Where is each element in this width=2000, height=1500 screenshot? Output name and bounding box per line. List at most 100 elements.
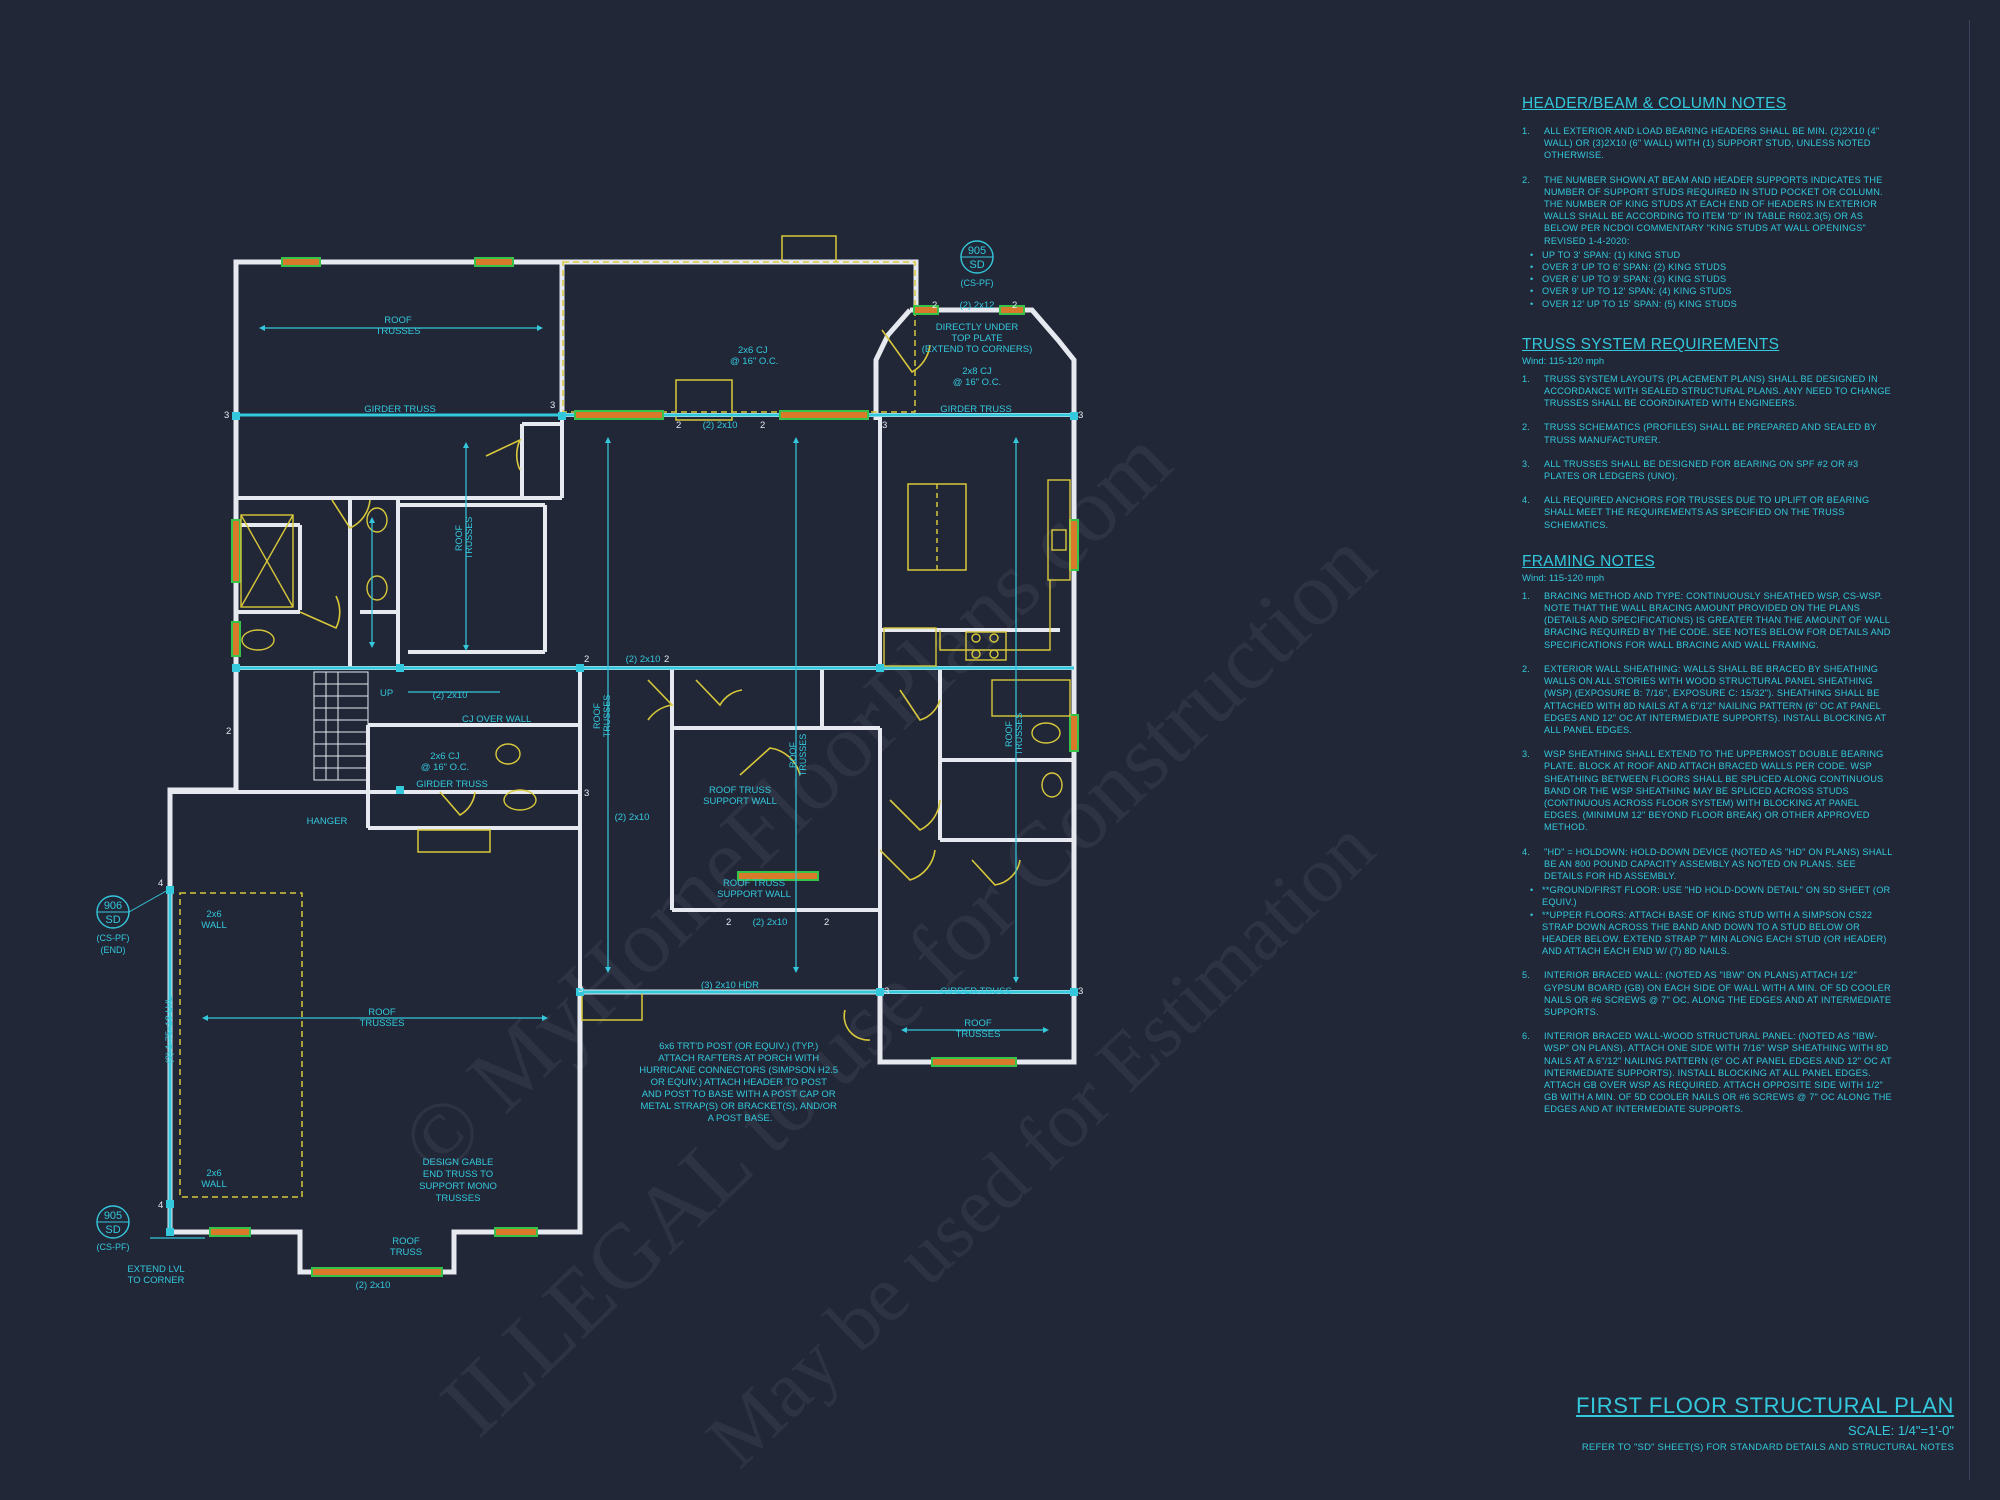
stud-num-4b: 4	[158, 1200, 163, 1211]
stud-num-3e: 3	[1078, 986, 1083, 997]
stud-num-3f: 3	[578, 984, 583, 995]
header-note-2-num: 2.	[1522, 174, 1531, 185]
stud-num-2a: 2	[676, 420, 681, 431]
girder-truss-label-4: GIRDER TRUSS	[416, 779, 488, 790]
callout-906-end: (END)	[101, 945, 126, 955]
callout-905-sheet: SD	[969, 259, 984, 271]
framing-note-3: 3.WSP SHEATHING SHALL EXTEND TO THE UPPE…	[1522, 748, 1894, 833]
stud-num-3h: 3	[584, 788, 589, 799]
stud-num-4a: 4	[158, 878, 163, 889]
holdown-bullet-1: **GROUND/FIRST FLOOR: USE "HD HOLD-DOWN …	[1522, 884, 1894, 908]
porch-lines	[417, 235, 967, 1021]
garage-outline	[179, 261, 916, 1198]
header-label-5: (2) 2x10	[356, 1280, 391, 1291]
header-note-2: 2. THE NUMBER SHOWN AT BEAM AND HEADER S…	[1522, 174, 1894, 247]
framing-note-1-text: BRACING METHOD AND TYPE: CONTINUOUSLY SH…	[1544, 590, 1891, 650]
stud-num-3g: 3	[882, 420, 887, 431]
callout-905b-number: 905	[104, 1210, 122, 1222]
lvl-label: (3) 1.75x18 LVL	[164, 997, 175, 1064]
stud-num-3c: 3	[1078, 410, 1083, 421]
header-note-2-text: THE NUMBER SHOWN AT BEAM AND HEADER SUPP…	[1544, 174, 1883, 246]
door-swings	[299, 329, 1021, 1041]
cj-2x6-small-label: 2x6 CJ@ 16" O.C.	[421, 751, 469, 773]
king-stud-bullet-2: OVER 3' UP TO 6' SPAN: (2) KING STUDS	[1522, 261, 1894, 273]
title-block: FIRST FLOOR STRUCTURAL PLAN SCALE: 1/4"=…	[1576, 1393, 1954, 1453]
truss-requirements-title: TRUSS SYSTEM REQUIREMENTS	[1522, 335, 1780, 353]
span-arrows	[150, 325, 1049, 1239]
framing-note-6-num: 6.	[1522, 1031, 1531, 1042]
callout-906-sheet: SD	[105, 914, 120, 926]
header-label-3-2x10-hdr: (3) 2x10 HDR	[701, 980, 759, 991]
roof-trusses-vertical-1: ROOFTRUSSES	[454, 517, 474, 560]
truss-note-1: 1.TRUSS SYSTEM LAYOUTS (PLACEMENT PLANS)…	[1522, 373, 1894, 410]
cj-2x8-label: 2x8 CJ@ 16" O.C.	[953, 366, 1001, 388]
king-stud-bullet-4: OVER 9' UP TO 12' SPAN: (4) KING STUDS	[1522, 285, 1894, 297]
callout-906-number: 906	[104, 900, 122, 912]
stud-num-3d: 3	[884, 986, 889, 997]
framing-note-5-text: INTERIOR BRACED WALL: (NOTED AS "IBW" ON…	[1544, 970, 1892, 1017]
cj-over-wall-label: CJ OVER WALL	[462, 714, 531, 725]
framing-note-3-num: 3.	[1522, 749, 1531, 760]
truss-wind-speed: Wind: 115-120 mph	[1522, 355, 1605, 367]
detail-callout-906-left: 906 SD (CS-PF) (END)	[96, 889, 169, 955]
holdown-bullet-2: **UPPER FLOORS: ATTACH BASE OF KING STUD…	[1522, 909, 1894, 958]
stud-num-2b: 2	[760, 420, 765, 431]
stud-num-2g: 2	[226, 726, 231, 737]
framing-note-2: 2. EXTERIOR WALL SHEATHING: WALLS SHALL B…	[1522, 663, 1894, 736]
callout-905b-tag: (CS-PF)	[97, 1242, 130, 1252]
girder-truss-label-3: GIRDER TRUSS	[940, 986, 1012, 997]
vertical-truss-labels: ROOFTRUSSES ROOFTRUSSES ROOFTRUSSES ROOF…	[454, 517, 1024, 777]
holdown-bullets: **GROUND/FIRST FLOOR: USE "HD HOLD-DOWN …	[1522, 884, 1894, 957]
cj-2x6-label: 2x6 CJ@ 16" O.C.	[730, 345, 778, 367]
framing-note-2-num: 2.	[1522, 663, 1531, 674]
header-beam-notes-title: HEADER/BEAM & COLUMN NOTES	[1522, 95, 1787, 112]
callout-906-tag: (CS-PF)	[97, 933, 130, 943]
header-note-1-text: ALL EXTERIOR AND LOAD BEARING HEADERS SH…	[1544, 126, 1880, 161]
truss-note-3: 3.ALL TRUSSES SHALL BE DESIGNED FOR BEAR…	[1522, 458, 1894, 482]
interior-walls	[168, 413, 1074, 994]
fixtures	[240, 479, 1071, 811]
roof-trusses-vertical-4: ROOFTRUSSES	[1004, 713, 1024, 756]
truss-note-2: 2. TRUSS SCHEMATICS (PROFILES) SHALL BE P…	[1522, 421, 1894, 445]
header-label-2x12: (2) 2x12	[960, 300, 995, 311]
king-stud-bullets: UP TO 3' SPAN: (1) KING STUD OVER 3' UP …	[1522, 249, 1894, 310]
stud-num-2d: 2	[1012, 300, 1017, 311]
truss-note-4-num: 4.	[1522, 495, 1531, 506]
truss-note-2-num: 2.	[1522, 422, 1531, 433]
framing-note-2-text: EXTERIOR WALL SHEATHING: WALLS SHALL BE …	[1544, 663, 1887, 735]
stud-num-2f: 2	[664, 654, 669, 665]
callout-905b-sheet: SD	[105, 1224, 120, 1236]
sheet-border-line	[1969, 20, 1970, 1480]
stud-num-3b: 3	[550, 400, 555, 411]
stud-num-2i: 2	[824, 917, 829, 928]
sheet-scale: SCALE: 1/4"=1'-0"	[1847, 1423, 1954, 1438]
girder-truss-label-2: GIRDER TRUSS	[940, 404, 1012, 415]
sheet-title: FIRST FLOOR STRUCTURAL PLAN	[1575, 1393, 1954, 1418]
windows	[209, 257, 1079, 1277]
framing-note-4-text: "HD" = HOLDOWN: HOLD-DOWN DEVICE (NOTED …	[1544, 846, 1893, 881]
header-label-6: (2) 2x10	[433, 690, 468, 701]
plan-labels: GIRDER TRUSS GIRDER TRUSS GIRDER TRUSS G…	[164, 300, 1012, 1291]
stairs-up-label: UP	[380, 688, 393, 699]
king-stud-bullet-3: OVER 6' UP TO 9' SPAN: (3) KING STUDS	[1522, 273, 1894, 285]
header-label-2: (2) 2x10	[626, 654, 661, 665]
framing-note-4-num: 4.	[1522, 846, 1531, 857]
framing-note-1: 1.BRACING METHOD AND TYPE: CONTINUOUSLY …	[1522, 590, 1894, 651]
column-markers	[166, 412, 1078, 1236]
detail-callout-905-bottom: 905 SD (CS-PF)	[96, 1205, 130, 1252]
callout-905-tag: (CS-PF)	[961, 278, 994, 288]
stud-num-2h: 2	[726, 917, 731, 928]
stud-num-3a: 3	[224, 410, 229, 421]
framing-note-6-text: INTERIOR BRACED WALL-WOOD STRUCTURAL PAN…	[1544, 1031, 1892, 1115]
framing-note-4: 4. "HD" = HOLDOWN: HOLD-DOWN DEVICE (NOTE…	[1522, 846, 1894, 883]
header-note-1-num: 1.	[1522, 126, 1531, 136]
truss-note-2-text: TRUSS SCHEMATICS (PROFILES) SHALL BE PRE…	[1544, 422, 1877, 445]
